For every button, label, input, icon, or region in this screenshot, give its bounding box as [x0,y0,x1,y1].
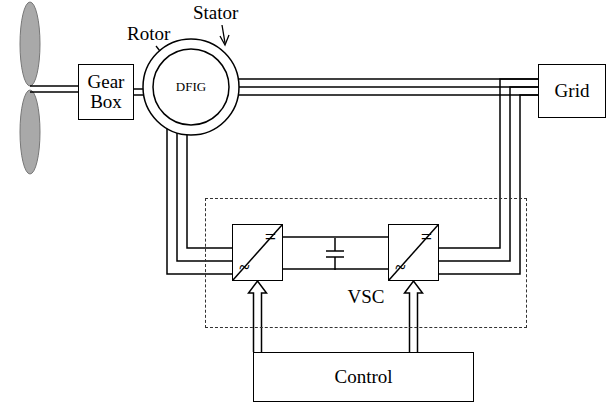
grid-box: Grid [538,64,606,118]
stator-label: Stator [193,3,238,22]
turbine-shaft [30,91,78,93]
wire-stroke [239,86,538,88]
power-wire [167,129,232,274]
wire-stroke [238,78,538,80]
generator-circle: DFIG [142,38,240,136]
gearbox-box: Gear Box [78,64,134,120]
wire-stroke [439,87,538,261]
node-label: Control [334,367,392,387]
node-label: Gear Box [79,72,133,112]
wire-stroke [134,88,143,90]
converter-symbol: ~ [239,257,250,278]
converter-symbol: = [421,227,432,248]
power-wire [283,237,388,269]
wire-stroke [238,94,538,96]
node-label: Grid [555,81,590,101]
turbine-shaft [30,85,78,87]
wire-stroke [249,281,267,352]
turbine-blade [20,2,40,86]
wire-stroke [439,79,538,248]
converter-region: VSC=~=~ [205,198,527,328]
power-wire [134,89,144,95]
power-wire [238,79,538,95]
control-arrow [405,281,423,352]
control-arrow [249,281,267,352]
converter-symbol: = [265,227,276,248]
wire-stroke [283,236,388,238]
wire-stroke [134,94,144,96]
wire-stroke [439,95,538,274]
capacitor-symbol [326,238,344,270]
rotor-label: Rotor [127,24,170,43]
power-wire [439,79,538,274]
grid-converter: =~ [388,224,439,281]
turbine-blade [20,90,40,174]
wire-stroke [187,135,232,248]
control-box: Control [253,352,474,402]
wire-stroke [405,281,423,352]
wire-stroke [167,129,232,274]
node-label: VSC [206,287,526,307]
node-label: DFIG [176,80,206,94]
rotor-converter: =~ [232,224,283,281]
wire-stroke [283,268,388,270]
converter-symbol: ~ [395,257,406,278]
